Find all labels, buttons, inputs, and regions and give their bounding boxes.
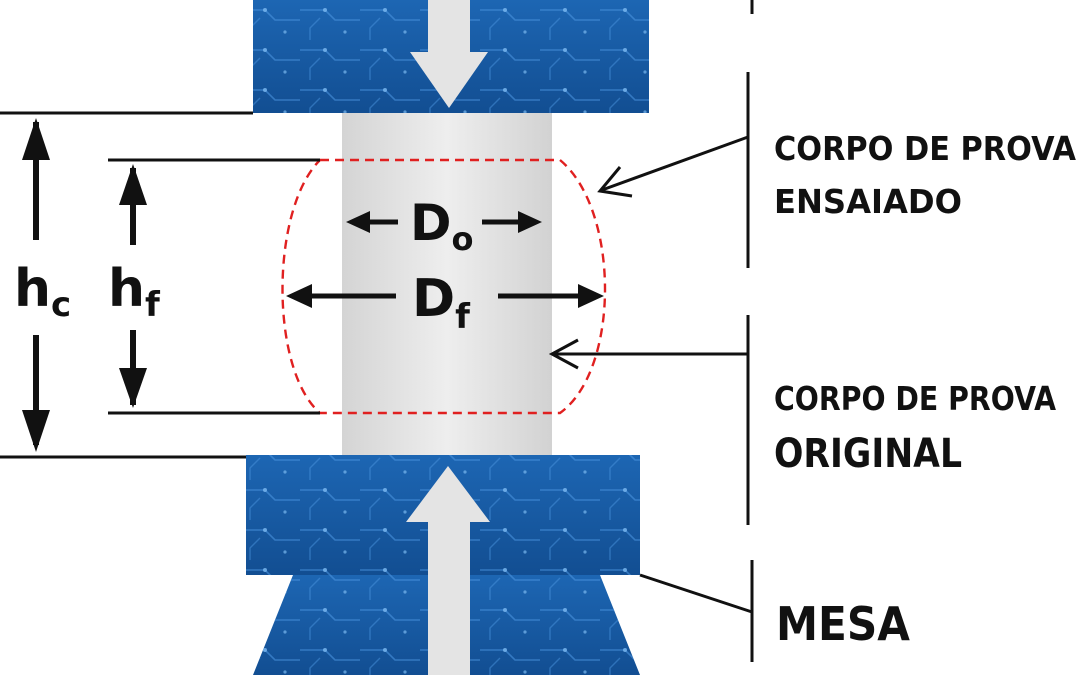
tested-specimen-outline (281, 158, 607, 415)
tested-callout-line1: CORPO DE PROVA (774, 129, 1076, 168)
original-callout-line2: ORIGINAL (774, 431, 962, 477)
do-dimension-arrow (346, 211, 542, 233)
original-pointer-arrow (548, 338, 748, 370)
arrow-up-icon (406, 466, 490, 675)
table-pointer-line (639, 573, 753, 614)
arrow-down-icon (410, 0, 488, 108)
df-dimension-arrow (286, 284, 604, 308)
hf-dimension-arrow (119, 164, 147, 408)
df-label: Df (412, 269, 471, 337)
hc-label: hc (14, 259, 71, 325)
do-label: Do (410, 194, 474, 258)
tested-callout-line2: ENSAIADO (774, 182, 962, 221)
table-callout: MESA (776, 597, 910, 651)
tested-pointer-arrow (597, 135, 749, 198)
hc-dimension-arrow (22, 118, 50, 452)
original-callout-line1: CORPO DE PROVA (774, 379, 1056, 418)
hf-label: hf (108, 259, 161, 325)
